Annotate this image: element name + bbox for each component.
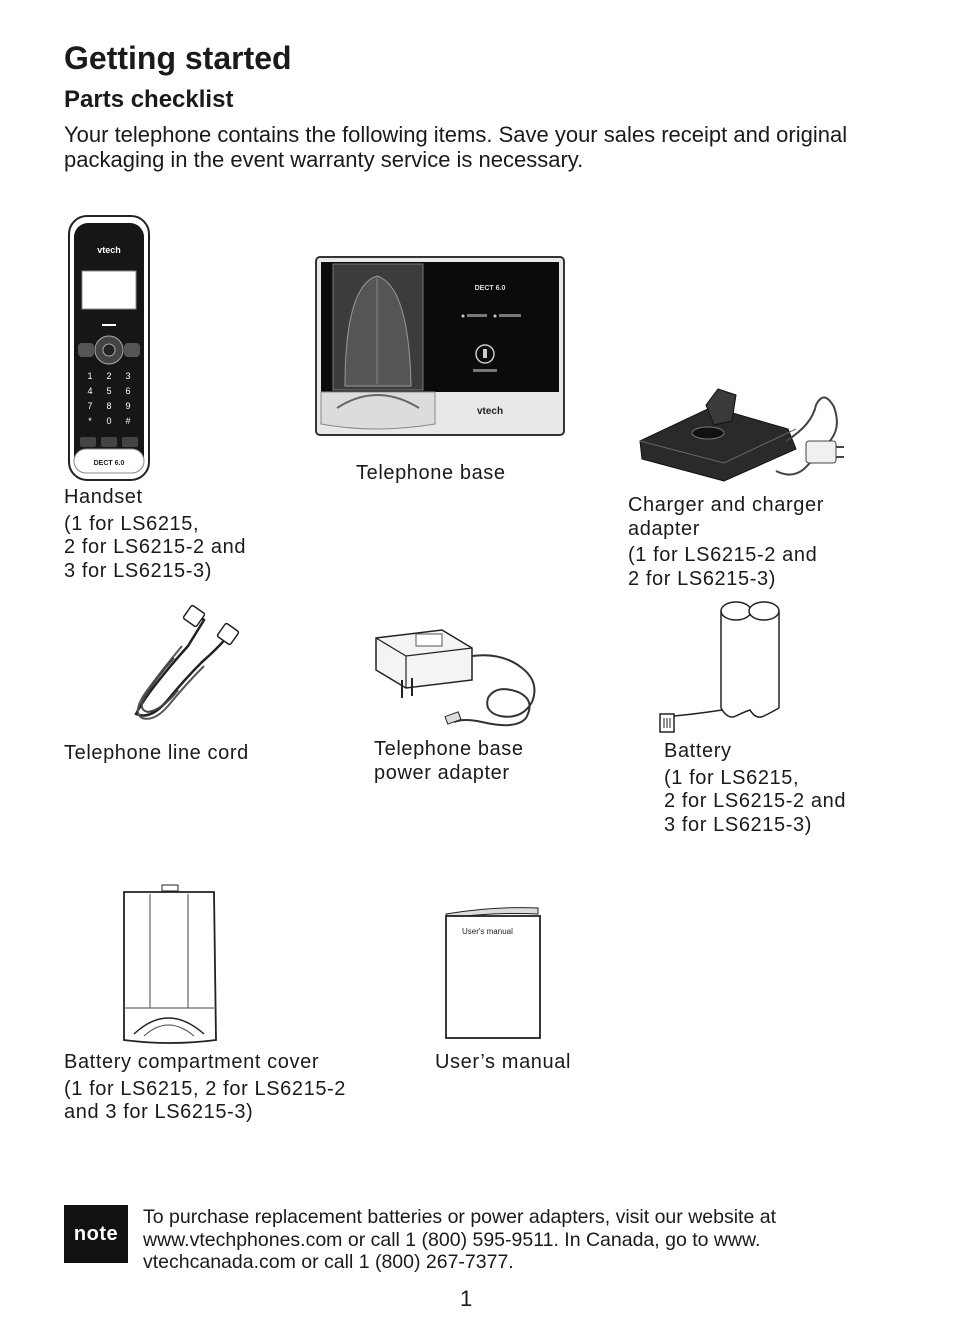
battery-cover-illustration [123, 884, 217, 1044]
manual-illustration: User's manual [445, 907, 541, 1039]
handset-model-text: DECT 6.0 [94, 460, 125, 467]
handset-key: 2 [106, 371, 111, 381]
power-adapter-illustration [375, 629, 536, 727]
manual-cover-text: User's manual [462, 927, 513, 936]
handset-brand-text: vtech [97, 245, 121, 255]
battery-illustration [659, 601, 780, 733]
item-handset: Handset (1 for LS6215, 2 for LS6215-2 an… [64, 486, 324, 583]
handset-key: 1 [87, 371, 92, 381]
item-name: Telephone base [356, 462, 506, 484]
item-users-manual: User’s manual [435, 1051, 635, 1075]
charger-illustration [639, 388, 844, 482]
section-subtitle: Parts checklist [64, 86, 234, 113]
handset-key: 3 [125, 371, 130, 381]
item-name: User’s manual [435, 1051, 572, 1073]
handset-key: 0 [106, 416, 111, 426]
note-badge-icon: note [64, 1205, 128, 1263]
handset-key: 5 [106, 386, 111, 396]
item-name: Handset [64, 486, 143, 508]
item-quantity: (1 for LS6215, 2 for LS6215-2 and 3 for … [64, 1077, 347, 1124]
intro-paragraph: Your telephone contains the following it… [64, 122, 848, 172]
page-title: Getting started [64, 40, 292, 76]
handset-key: * [88, 416, 92, 426]
item-battery-cover: Battery compartment cover (1 for LS6215,… [64, 1051, 404, 1125]
handset-key: 4 [87, 386, 92, 396]
handset-illustration: vtech 1 2 3 4 5 6 7 8 9 * 0 # DECT 6.0 [68, 215, 150, 481]
handset-key: 8 [106, 401, 111, 411]
handset-key: 6 [125, 386, 130, 396]
base-brand-text: vtech [477, 406, 503, 417]
item-battery: Battery (1 for LS6215, 2 for LS6215-2 an… [664, 740, 904, 837]
handset-key: 9 [125, 401, 130, 411]
item-power-adapter: Telephone base power adapter [374, 738, 554, 785]
note-text: To purchase replacement batteries or pow… [143, 1206, 776, 1273]
line-cord-illustration [134, 604, 240, 720]
item-name: Telephone line cord [64, 742, 249, 764]
item-name: Battery compartment cover [64, 1051, 320, 1073]
handset-key: 7 [87, 401, 92, 411]
item-name: Telephone base power adapter [374, 738, 524, 784]
item-quantity: (1 for LS6215-2 and 2 for LS6215-3) [628, 544, 818, 590]
item-name: Battery [664, 740, 732, 762]
item-quantity: (1 for LS6215, 2 for LS6215-2 and 3 for … [64, 512, 247, 582]
item-name: Charger and charger adapter [628, 494, 824, 540]
item-quantity: (1 for LS6215, 2 for LS6215-2 and 3 for … [664, 766, 847, 836]
item-telephone-base: Telephone base [356, 462, 576, 486]
handset-key: # [125, 416, 130, 426]
telephone-base-illustration: DECT 6.0 vtech [315, 256, 565, 436]
item-charger: Charger and charger adapter (1 for LS621… [628, 494, 878, 591]
base-model-text: DECT 6.0 [475, 285, 506, 292]
item-line-cord: Telephone line cord [64, 742, 324, 766]
page-number: 1 [460, 1286, 473, 1311]
